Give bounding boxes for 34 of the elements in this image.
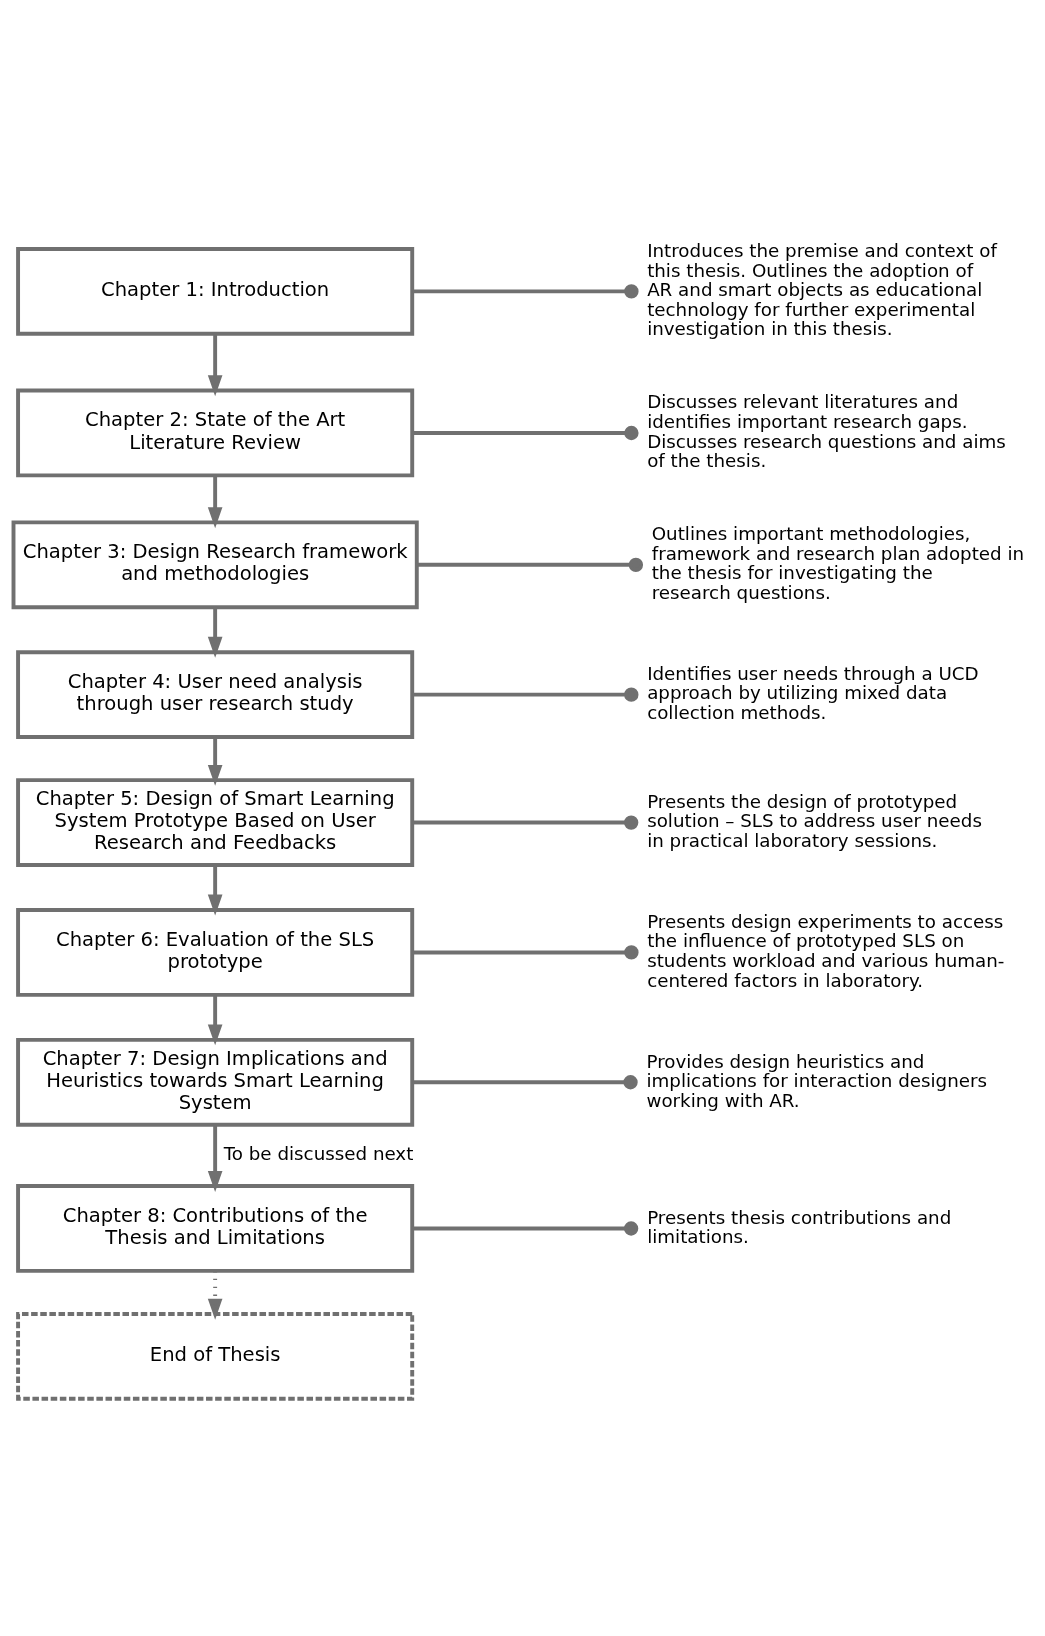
node-box: Chapter 1: Introduction: [16, 247, 415, 336]
connector: [412, 815, 639, 830]
connector: [412, 1221, 639, 1236]
node-text: Identifies user needs through a UCD approach by utilizing mixed data collection methods.: [647, 662, 979, 724]
node-text: Discusses relevant literatures and identifies important research gaps. Discusses research questions and aims of the thesis.: [647, 391, 1006, 472]
node-text: Outlines important methodologies, framework and research plan adopted in the thesis for investigating the research questions.: [651, 523, 1025, 603]
connector: [412, 425, 639, 441]
connector: [417, 557, 644, 572]
node-text: Presents design experiments to access the influence of prototyped SLS on students workload and various human-centered factors in laboratory.: [647, 910, 1005, 991]
node-box: Chapter 6: Evaluation of the SLS prototype: [16, 908, 415, 997]
node-text: Provides design heuristics and implications for interaction designers working with AR.: [646, 1050, 988, 1111]
node-text: Presents the design of prototyped solution – SLS to address user needs in practical laboratory sessions.: [647, 790, 982, 851]
node-box: Chapter 5: Design of Smart Learning System Prototype Based on User Research and Feedbacks: [16, 778, 415, 867]
edge-label: To be discussed next: [223, 1143, 414, 1165]
arrow: [207, 475, 223, 529]
arrow: [207, 334, 223, 397]
arrow: [207, 737, 223, 786]
node-box: Chapter 3: Design Research framework and methodologies: [11, 520, 419, 610]
connector: [412, 945, 639, 960]
connector: [412, 1075, 638, 1090]
node-text: Presents thesis contributions and limitations.: [647, 1206, 952, 1248]
connector: [412, 284, 639, 299]
arrow: [207, 1124, 223, 1192]
arrow: [207, 995, 223, 1046]
connector: [412, 687, 639, 702]
node-box: Chapter 7: Design Implications and Heuristics towards Smart Learning System: [16, 1037, 415, 1127]
node-box: Chapter 2: State of the Art Literature Review: [16, 388, 415, 478]
node-box: End of Thesis: [16, 1312, 415, 1401]
node-text: Introduces the premise and context of this thesis. Outlines the adoption of AR and smart objects as educational technology for further experimental investigation in this thesis.: [647, 240, 997, 340]
arrow: [207, 1271, 223, 1320]
arrow: [207, 865, 223, 916]
node-box: Chapter 4: User need analysis through user research study: [16, 650, 415, 740]
node-box: Chapter 8: Contributions of the Thesis and Limitations: [16, 1184, 415, 1273]
arrow: [207, 607, 223, 658]
